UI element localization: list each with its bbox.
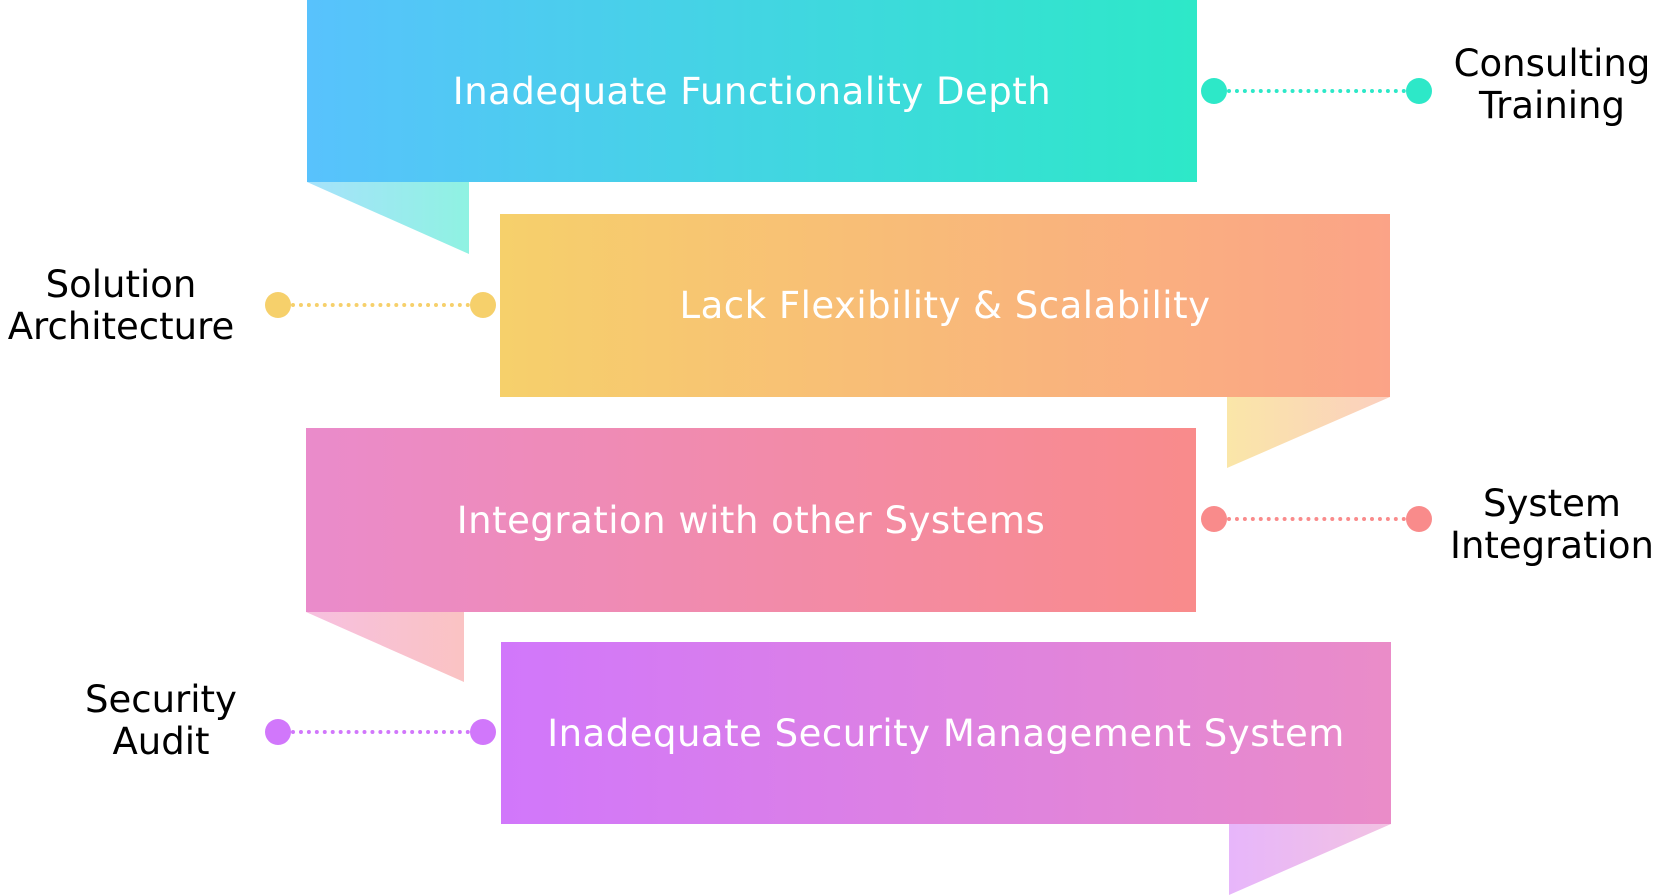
challenge-text: Inadequate Security Management System bbox=[547, 711, 1345, 755]
challenge-text: Inadequate Functionality Depth bbox=[452, 69, 1052, 113]
connector-2 bbox=[265, 292, 496, 318]
fold-4 bbox=[1229, 824, 1391, 895]
connector-dot bbox=[470, 292, 496, 318]
connector-dot bbox=[265, 719, 291, 745]
label-line: Solution bbox=[45, 263, 197, 306]
label-line: Training bbox=[1479, 84, 1625, 127]
label-line: Audit bbox=[112, 720, 210, 763]
solution-label-1: Consulting Training bbox=[1442, 43, 1659, 127]
solution-label-4: Security Audit bbox=[60, 679, 262, 763]
connector-dot bbox=[1201, 506, 1227, 532]
fold-2 bbox=[1227, 397, 1390, 468]
label-line: Integration bbox=[1450, 524, 1654, 567]
fold-1 bbox=[307, 182, 469, 254]
connector-3 bbox=[1201, 506, 1432, 532]
connector-dot bbox=[1406, 506, 1432, 532]
dotted-line bbox=[291, 303, 470, 307]
label-line: Consulting bbox=[1453, 42, 1651, 85]
fold-3 bbox=[306, 612, 464, 682]
connector-dot bbox=[1201, 78, 1227, 104]
label-line: Security bbox=[85, 678, 237, 721]
challenge-band-4: Inadequate Security Management System bbox=[501, 642, 1391, 824]
dotted-line bbox=[291, 730, 470, 734]
connector-dot bbox=[1406, 78, 1432, 104]
connector-dot bbox=[265, 292, 291, 318]
solution-label-3: System Integration bbox=[1442, 483, 1659, 567]
connector-4 bbox=[265, 719, 496, 745]
challenge-text: Lack Flexibility & Scalability bbox=[679, 284, 1211, 327]
challenge-text: Integration with other Systems bbox=[456, 498, 1046, 542]
connector-1 bbox=[1201, 78, 1432, 104]
challenge-band-3: Integration with other Systems bbox=[306, 428, 1196, 612]
connector-dot bbox=[470, 719, 496, 745]
dotted-line bbox=[1227, 89, 1406, 93]
challenge-band-2: Lack Flexibility & Scalability bbox=[500, 214, 1390, 397]
label-line: Architecture bbox=[7, 305, 235, 348]
label-line: System bbox=[1483, 482, 1621, 525]
solution-label-2: Solution Architecture bbox=[0, 264, 242, 348]
challenge-band-1: Inadequate Functionality Depth bbox=[307, 0, 1197, 182]
dotted-line bbox=[1227, 517, 1406, 521]
